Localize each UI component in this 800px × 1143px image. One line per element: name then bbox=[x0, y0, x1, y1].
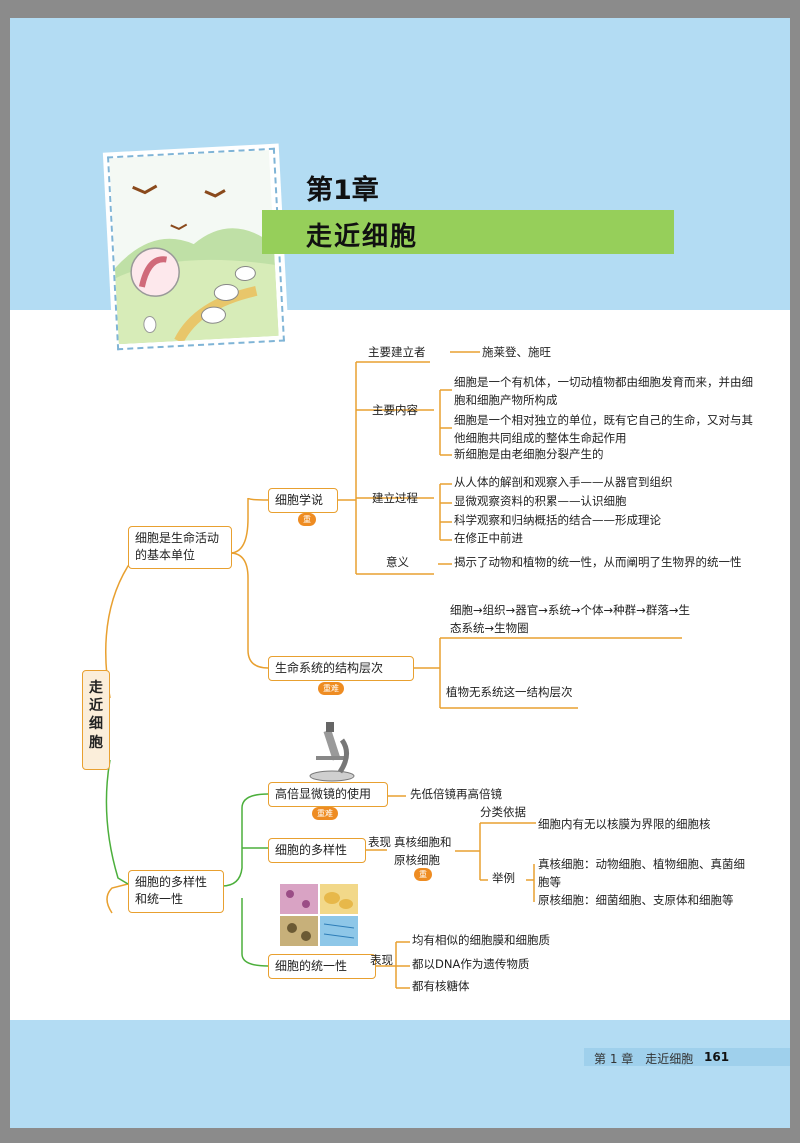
microscope-icon bbox=[309, 722, 355, 782]
process-item-3: 科学观察和归纳概括的结合——形成理论 bbox=[454, 513, 661, 527]
content-label: 主要内容 bbox=[372, 403, 418, 417]
page-number: 161 bbox=[704, 1050, 730, 1064]
branch-cell-basic-unit: 细胞是生命活动的基本单位 bbox=[128, 526, 232, 569]
footer-chapter: 第 1 章 走近细胞 bbox=[594, 1052, 694, 1066]
chapter-number: 第1章 bbox=[306, 175, 379, 206]
founders-text: 施莱登、施旺 bbox=[482, 345, 551, 359]
microscope-text: 先低倍镜再高倍镜 bbox=[410, 787, 502, 801]
unity-item-2: 都以DNA作为遗传物质 bbox=[412, 957, 530, 971]
content-item-3: 新细胞是由老细胞分裂产生的 bbox=[454, 447, 604, 461]
founders-label: 主要建立者 bbox=[368, 345, 426, 359]
levels-chain: 细胞→组织→器官→系统→个体→种群→群落→生态系统→生物圈 bbox=[450, 603, 690, 635]
process-item-2: 显微观察资料的积累——认识细胞 bbox=[454, 494, 627, 508]
basis-label: 分类依据 bbox=[480, 805, 526, 819]
mindmap-connectors bbox=[105, 351, 682, 989]
content-item-1: 细胞是一个有机体，一切动植物都由细胞发育而来，并由细胞和细胞产物所构成 bbox=[454, 375, 753, 407]
eukaryote-examples: 真核细胞：动物细胞、植物细胞、真菌细胞等 bbox=[538, 857, 745, 889]
unity-item-1: 均有相似的细胞膜和细胞质 bbox=[412, 933, 550, 947]
difficult-point-tag: 重难 bbox=[318, 682, 344, 695]
node-diversity: 细胞的多样性 bbox=[268, 838, 366, 864]
key-point-tag: 重 bbox=[298, 513, 316, 526]
mindmap-root: 走近细胞 bbox=[82, 670, 110, 770]
content-item-2: 细胞是一个相对独立的单位，既有它自己的生命，又对与其他细胞共同组成的整体生命起作… bbox=[454, 413, 753, 445]
unity-expression-label: 表现 bbox=[370, 953, 393, 967]
cell-micrograph-images bbox=[280, 884, 358, 946]
textbook-page: 第1章 走近细胞 bbox=[10, 18, 790, 1128]
prokaryote-examples: 原核细胞：细菌细胞、支原体和细胞等 bbox=[538, 893, 734, 907]
diversity-expression-label: 表现 bbox=[368, 835, 391, 849]
process-item-1: 从人体的解剖和观察入手——从器官到组织 bbox=[454, 475, 673, 489]
examples-label: 举例 bbox=[492, 871, 515, 885]
difficult-point-tag-2: 重难 bbox=[312, 807, 338, 820]
node-unity: 细胞的统一性 bbox=[268, 954, 376, 980]
basis-text: 细胞内有无以核膜为界限的细胞核 bbox=[538, 817, 711, 831]
chapter-title-bar bbox=[262, 210, 674, 254]
branch-diversity-unity: 细胞的多样性和统一性 bbox=[128, 870, 224, 913]
node-life-levels: 生命系统的结构层次 bbox=[268, 656, 414, 682]
unity-item-3: 都有核糖体 bbox=[412, 979, 470, 993]
process-label: 建立过程 bbox=[372, 491, 418, 505]
process-item-4: 在修正中前进 bbox=[454, 531, 523, 545]
chapter-illustration bbox=[107, 147, 285, 351]
meaning-text: 揭示了动物和植物的统一性，从而阐明了生物界的统一性 bbox=[454, 555, 742, 569]
meaning-label: 意义 bbox=[386, 555, 409, 569]
node-microscope: 高倍显微镜的使用 bbox=[268, 782, 388, 808]
node-cell-theory: 细胞学说 bbox=[268, 488, 338, 514]
footer-band bbox=[10, 1020, 790, 1128]
footer-stripe bbox=[584, 1048, 790, 1066]
diversity-expression: 真核细胞和原核细胞 bbox=[394, 835, 452, 867]
chapter-title: 走近细胞 bbox=[306, 222, 419, 252]
key-point-tag-2: 重 bbox=[414, 868, 432, 881]
levels-note: 植物无系统这一结构层次 bbox=[446, 685, 573, 699]
